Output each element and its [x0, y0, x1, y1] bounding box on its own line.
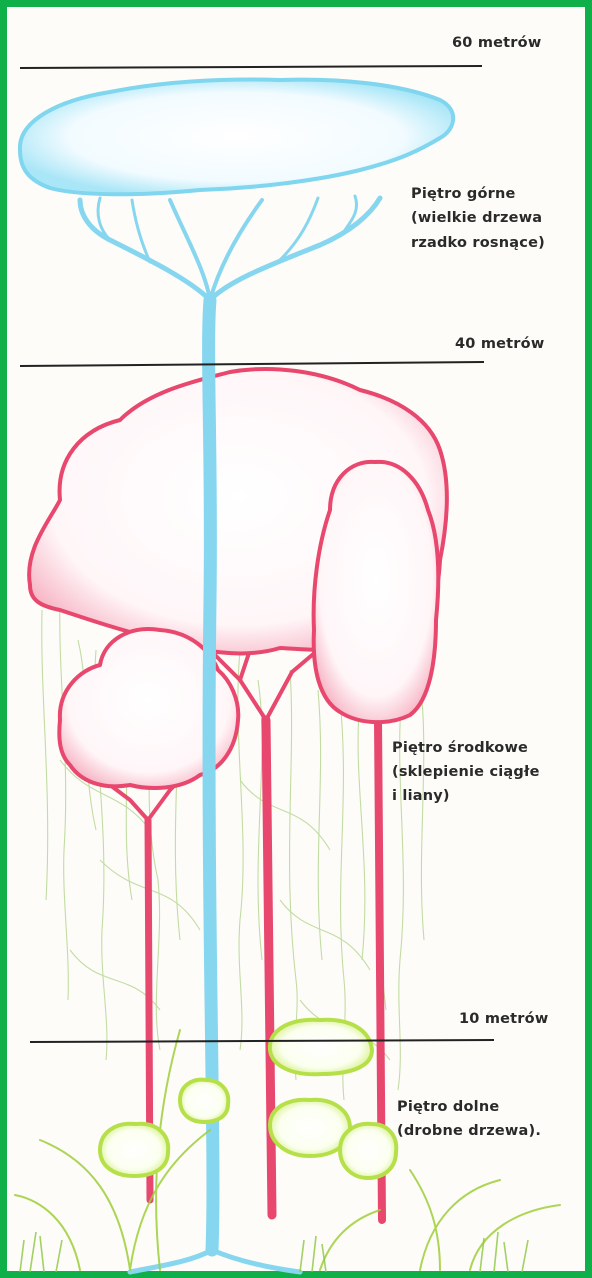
line-40m — [20, 362, 484, 366]
upper-line-1: Piętro górne — [411, 183, 516, 205]
lower-line-2: (drobne drzewa). — [397, 1120, 541, 1142]
middle-line-2: (sklepienie ciągłe — [392, 761, 540, 783]
upper-line-2: (wielkie drzewa — [411, 207, 542, 229]
upper-line-3: rzadko rosnące) — [411, 232, 545, 254]
line-60m — [20, 66, 482, 68]
line-10m — [30, 1040, 494, 1042]
middle-line-1: Piętro środkowe — [392, 737, 528, 759]
height-label-10m: 10 metrów — [459, 1008, 548, 1030]
lower-vegetation — [15, 1020, 560, 1272]
height-label-60m: 60 metrów — [452, 32, 541, 54]
middle-line-3: i liany) — [392, 785, 450, 807]
middle-canopy — [29, 369, 447, 788]
lower-line-1: Piętro dolne — [397, 1096, 499, 1118]
height-label-40m: 40 metrów — [455, 333, 544, 355]
